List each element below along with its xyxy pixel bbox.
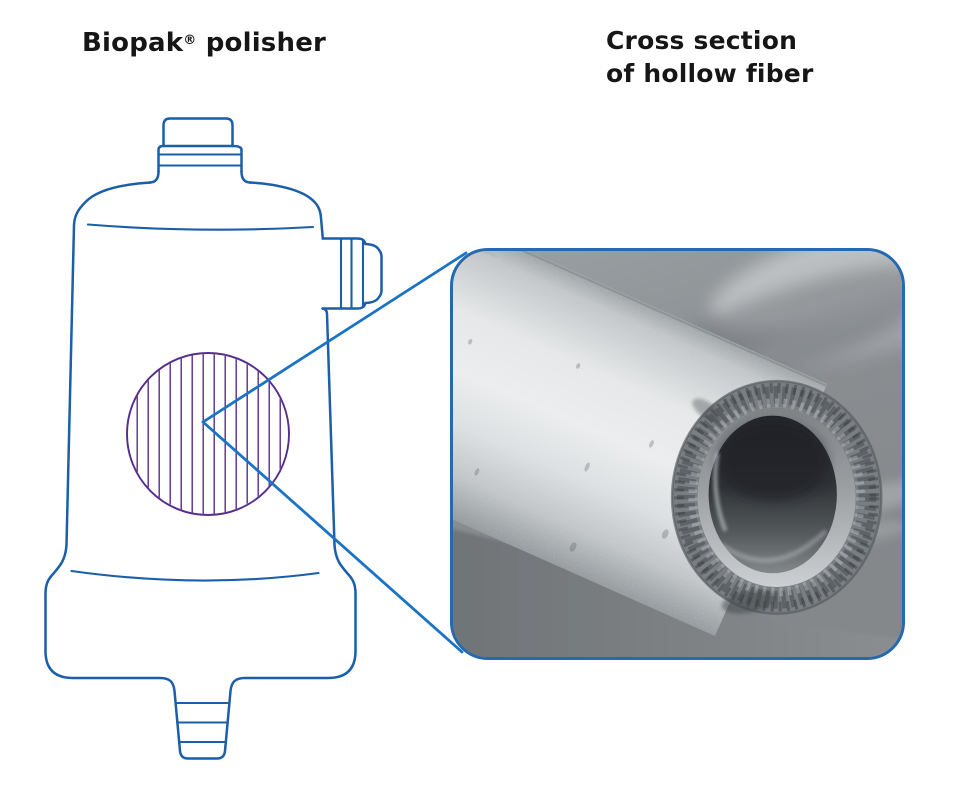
outlet-barb-ridges xyxy=(174,701,231,744)
sem-fiber-cylinder xyxy=(453,251,828,636)
right-title-line2: of hollow fiber xyxy=(606,59,814,88)
fiber-bundle-circle xyxy=(126,352,290,516)
polisher-shoulder-right xyxy=(248,181,325,240)
side-port-ridges xyxy=(339,237,365,310)
product-name: polisher xyxy=(196,28,327,58)
left-title: Biopak® polisher xyxy=(82,28,326,58)
registered-trademark-symbol: ® xyxy=(183,32,197,48)
bottom-seam-line xyxy=(70,569,320,582)
cap-foot-right xyxy=(240,170,252,184)
cap-flange xyxy=(157,144,243,173)
sem-pore-striations xyxy=(677,386,877,609)
sem-cylinder-specks xyxy=(468,338,669,552)
top-seam-line xyxy=(86,223,315,231)
sem-ring-outer-edge xyxy=(670,379,883,615)
sem-fiber-end-face xyxy=(670,379,883,615)
cap-thread-lines xyxy=(157,153,243,167)
fiber-bundle-hatching xyxy=(128,354,288,514)
right-title-line1: Cross section xyxy=(606,26,798,55)
callout-line-lower xyxy=(201,420,464,654)
cap-knob xyxy=(162,117,234,148)
hollow-fiber-sem-image xyxy=(453,251,902,657)
cap-foot-left xyxy=(148,170,160,184)
callout-line-upper xyxy=(201,251,468,424)
hollow-fiber-photo-frame xyxy=(450,248,905,660)
side-port-outline xyxy=(321,237,383,310)
polisher-body-outline xyxy=(44,181,357,760)
right-title: Cross section of hollow fiber xyxy=(606,24,813,90)
brand-name: Biopak xyxy=(82,28,184,58)
sem-lumen-highlight xyxy=(713,452,728,532)
